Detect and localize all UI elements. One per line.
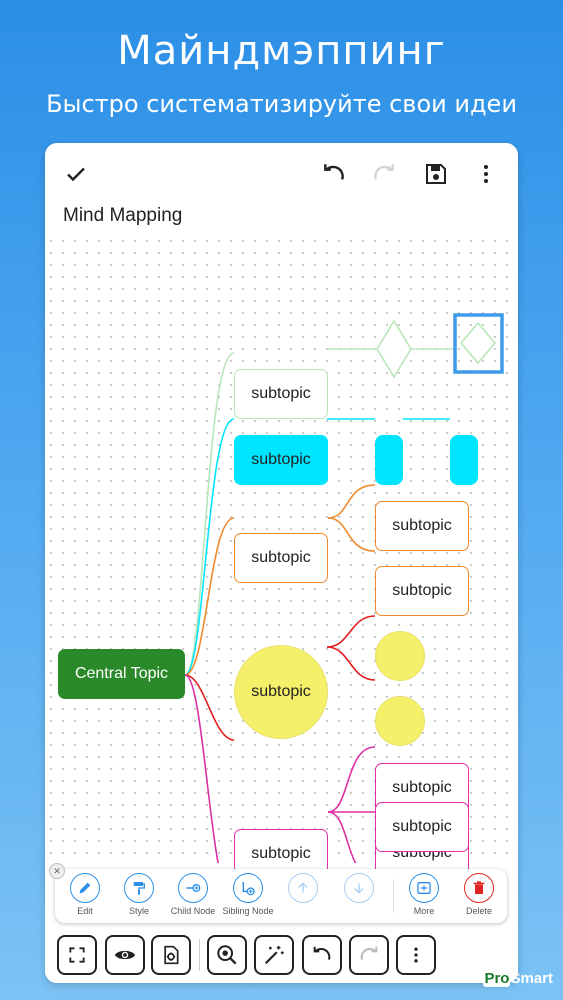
bottom-divider (199, 939, 200, 971)
bottom-undo-button[interactable] (302, 935, 342, 975)
add-child-icon (186, 884, 201, 892)
arrow-down-icon (354, 883, 364, 894)
connector-branch-4 (184, 674, 235, 741)
child-node-button[interactable]: Child Node (165, 873, 221, 916)
child-node-b3-c2[interactable]: subtopic (375, 566, 469, 616)
connector-b4-c1 (326, 615, 376, 648)
more-icon (417, 882, 431, 894)
child-node-b2-c2[interactable] (450, 435, 478, 485)
check-icon[interactable] (61, 159, 91, 189)
sibling-node-button[interactable]: Sibling Node (220, 873, 276, 916)
trash-icon (473, 881, 485, 894)
connector-branch-1 (184, 352, 235, 676)
search-zoom-icon (217, 945, 237, 965)
preview-button[interactable] (105, 935, 145, 975)
undo-icon[interactable] (319, 159, 349, 189)
toolbar-divider (393, 879, 394, 913)
connector-b5-c3 (327, 811, 357, 863)
subtopic-node-branch-1[interactable]: subtopic (234, 369, 328, 419)
watermark-pro: Pro (483, 970, 511, 987)
subtopic-node-branch-4[interactable]: subtopic (234, 645, 328, 739)
app-bar (45, 143, 518, 205)
eye-icon (114, 950, 136, 960)
bottom-redo-button[interactable] (349, 935, 389, 975)
connector-b3-c1 (327, 484, 376, 519)
magic-wand-button[interactable] (254, 935, 294, 975)
delete-label: Delete (465, 906, 492, 916)
child-node-b4-c2[interactable] (375, 696, 425, 746)
save-icon[interactable] (421, 159, 451, 189)
document-title: Mind Mapping (63, 205, 183, 226)
app-window: Mind Mapping Central Topic subtopic (45, 143, 518, 983)
bottom-more-button[interactable] (396, 935, 436, 975)
undo-icon (313, 946, 331, 960)
watermark-rest: Smart (510, 970, 553, 987)
connector-b4-c2 (326, 646, 376, 681)
more-button[interactable]: More (396, 873, 452, 916)
redo-icon[interactable] (369, 159, 399, 189)
child-node-b2-c1[interactable] (375, 435, 403, 485)
connector-branch-5 (184, 674, 219, 863)
arrow-up-icon (298, 882, 308, 893)
move-up-button[interactable] (275, 873, 331, 906)
child-node-b3-c1[interactable]: subtopic (375, 501, 469, 551)
more-vert-icon (414, 947, 418, 963)
selection-frame (453, 313, 504, 374)
connector-b5-c1 (327, 746, 376, 813)
child-node-label: Child Node (170, 906, 216, 916)
pencil-icon (79, 882, 91, 894)
delete-button[interactable]: Delete (451, 873, 507, 916)
watermark-logo: ProSmart (483, 970, 553, 987)
diamond-node-b1-c1 (376, 319, 412, 379)
zoom-search-button[interactable] (207, 935, 247, 975)
fullscreen-button[interactable] (57, 935, 97, 975)
redo-icon (360, 946, 378, 960)
style-button[interactable]: Style (111, 873, 167, 916)
central-topic-node[interactable]: Central Topic (58, 649, 185, 699)
connector-b3-c2 (327, 517, 376, 552)
diamond-node-b1-c2 (459, 321, 497, 365)
more-label: More (413, 906, 435, 916)
mindmap-connectors (184, 313, 504, 863)
magic-wand-icon (264, 945, 284, 965)
bottom-bar (45, 929, 518, 983)
more-vert-icon[interactable] (471, 159, 501, 189)
connector-branch-3 (184, 517, 235, 676)
subtopic-node-branch-2[interactable]: subtopic (234, 435, 328, 485)
connector-branch-2 (184, 418, 235, 676)
edit-label: Edit (77, 906, 93, 916)
sibling-node-label: Sibling Node (222, 906, 274, 916)
edit-button[interactable]: Edit (57, 873, 113, 916)
file-settings-icon (164, 945, 179, 965)
paint-roller-icon (133, 882, 145, 895)
node-toolbar: ✕ Edit Style Child Node Sibling Node (49, 863, 507, 923)
fullscreen-icon (69, 947, 85, 963)
subtopic-node-branch-3[interactable]: subtopic (234, 533, 328, 583)
file-settings-button[interactable] (151, 935, 191, 975)
child-node-b5-c3[interactable]: subtopic (375, 802, 469, 852)
close-toolbar-icon[interactable]: ✕ (49, 863, 65, 879)
promo-subline: Быстро систематизируйте свои идеи (46, 90, 517, 118)
promo-headline: Майндмэппинг (117, 28, 446, 74)
move-down-button[interactable] (331, 873, 387, 906)
mindmap-canvas[interactable]: Central Topic subtopic subtopic subtopic… (45, 235, 518, 879)
style-label: Style (128, 906, 149, 916)
child-node-b4-c1[interactable] (375, 631, 425, 681)
add-sibling-icon (242, 882, 255, 896)
